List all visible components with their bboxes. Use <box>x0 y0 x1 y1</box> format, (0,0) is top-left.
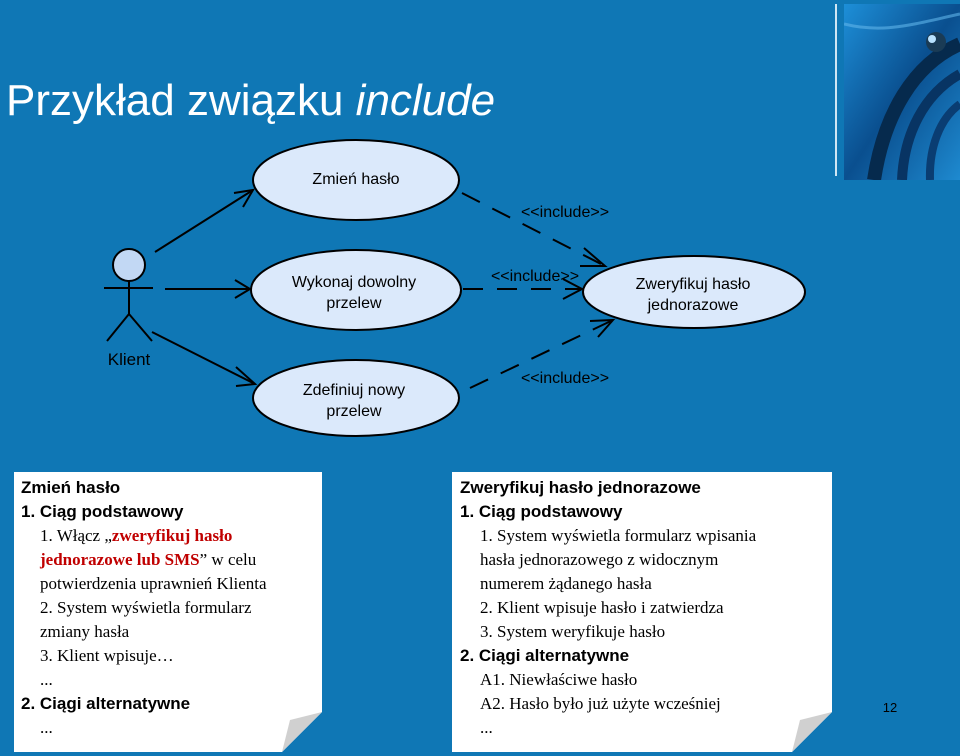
include-label-bottom: <<include>> <box>505 370 625 388</box>
note-left-highlight: jednorazowe lub SMS <box>40 550 200 569</box>
usecase-zweryfikuj-label: Zweryfikuj hasło jednorazowe <box>621 274 765 316</box>
actor-figure <box>104 249 153 341</box>
note-left-text: 1. Włącz „ <box>40 526 112 545</box>
note-left-heading: Zmień hasło <box>21 476 267 500</box>
note-left-section2: 2. Ciągi alternatywne <box>21 692 267 716</box>
note-right-line: A1. Niewłaściwe hasło <box>460 668 756 692</box>
note-left-line: 3. Klient wpisuje… <box>21 644 267 668</box>
note-left-line: 1. Włącz „zweryfikuj hasło <box>21 524 267 548</box>
note-right-line: hasła jednorazowego z widocznym <box>460 548 756 572</box>
note-left-highlight: zweryfikuj hasło <box>112 526 232 545</box>
note-left-line: jednorazowe lub SMS” w celu <box>21 548 267 572</box>
note-left-section1: 1. Ciąg podstawowy <box>21 500 267 524</box>
actor-label: Klient <box>89 350 169 370</box>
usecase-zdefiniuj-label: Zdefiniuj nowy przelew <box>284 380 424 422</box>
usecase-wykonaj-label: Wykonaj dowolny przelew <box>279 272 429 314</box>
note-right-heading: Zweryfikuj hasło jednorazowe <box>460 476 756 500</box>
note-right-line: 1. System wyświetla formularz wpisania <box>460 524 756 548</box>
use-case-diagram <box>0 0 960 470</box>
note-right-line: 2. Klient wpisuje hasło i zatwierdza <box>460 596 756 620</box>
page-number: 12 <box>870 700 910 715</box>
note-right-section1: 1. Ciąg podstawowy <box>460 500 756 524</box>
note-right-line: numerem żądanego hasła <box>460 572 756 596</box>
note-right-line: 3. System weryfikuje hasło <box>460 620 756 644</box>
note-fold-corner <box>282 712 322 752</box>
include-label-middle: <<include>> <box>475 268 595 286</box>
note-zweryfikuj-haslo: Zweryfikuj hasło jednorazowe 1. Ciąg pod… <box>452 472 832 752</box>
note-left-text: ” w celu <box>200 550 257 569</box>
note-left-line: ... <box>21 716 267 740</box>
note-left-line: zmiany hasła <box>21 620 267 644</box>
note-left-line: ... <box>21 668 267 692</box>
usecase-zmien-label: Zmień hasło <box>276 171 436 189</box>
note-right-section2: 2. Ciągi alternatywne <box>460 644 756 668</box>
note-right-line: ... <box>460 716 756 740</box>
include-label-top: <<include>> <box>505 204 625 222</box>
note-fold-corner <box>792 712 832 752</box>
note-left-line: potwierdzenia uprawnień Klienta <box>21 572 267 596</box>
note-left-line: 2. System wyświetla formularz <box>21 596 267 620</box>
note-zmien-haslo: Zmień hasło 1. Ciąg podstawowy 1. Włącz … <box>14 472 322 752</box>
note-right-line: A2. Hasło było już użyte wcześniej <box>460 692 756 716</box>
